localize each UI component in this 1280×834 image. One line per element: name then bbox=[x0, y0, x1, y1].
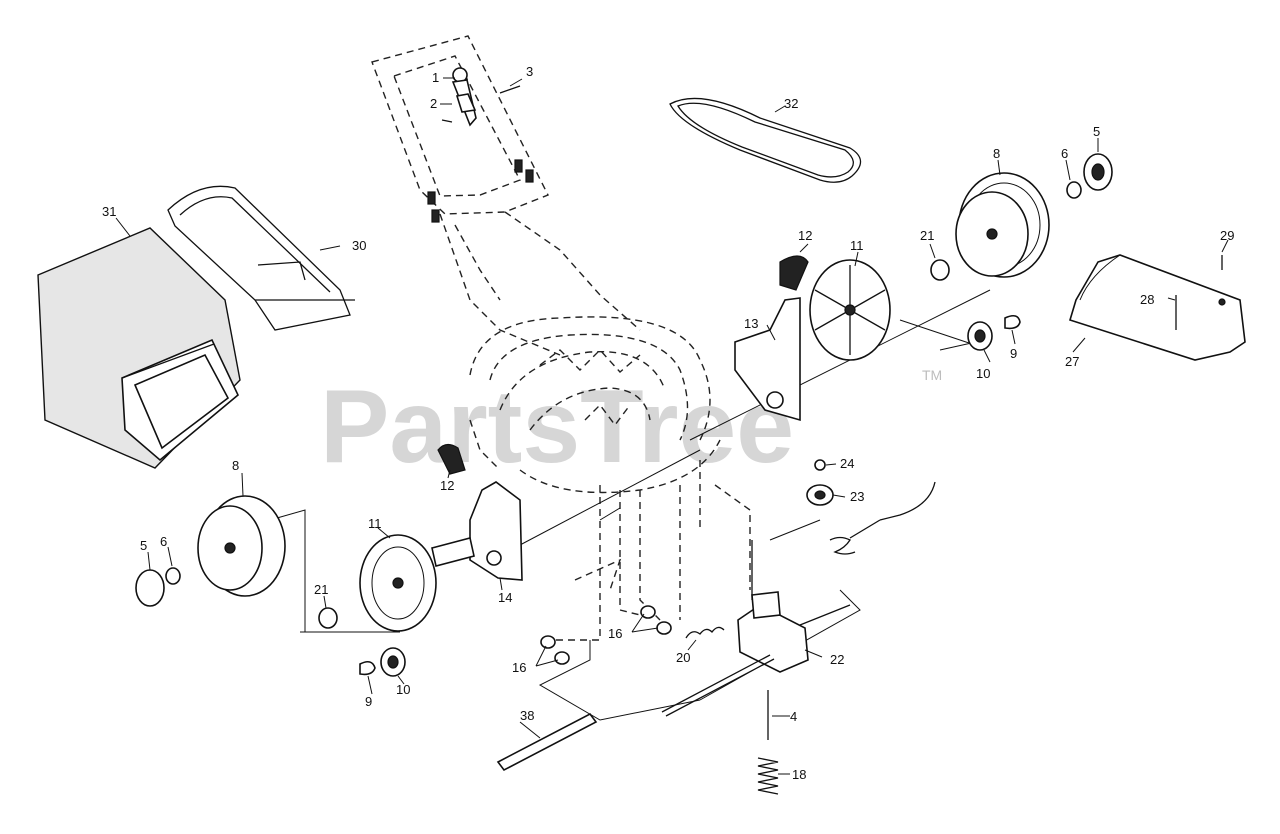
callout-8-left: 8 bbox=[232, 458, 239, 473]
callout-9-left: 9 bbox=[365, 694, 372, 709]
callout-21-left: 21 bbox=[314, 582, 328, 597]
callout-21-right: 21 bbox=[920, 228, 934, 243]
callout-3: 3 bbox=[526, 64, 533, 79]
callout-24: 24 bbox=[840, 456, 854, 471]
callout-31: 31 bbox=[102, 204, 116, 219]
callout-23: 23 bbox=[850, 489, 864, 504]
axle-lines bbox=[269, 289, 991, 721]
nuts-16 bbox=[540, 605, 672, 665]
callout-14: 14 bbox=[498, 590, 512, 605]
callout-30: 30 bbox=[352, 238, 366, 253]
handle-assembly-outline bbox=[371, 35, 641, 356]
callout-29: 29 bbox=[1220, 228, 1234, 243]
callout-10-right: 10 bbox=[976, 366, 990, 381]
callout-16-left: 16 bbox=[512, 660, 526, 675]
wheel-left bbox=[197, 495, 286, 597]
trademark-mark: TM bbox=[922, 367, 942, 383]
pulley bbox=[806, 459, 834, 506]
callout-9-right: 9 bbox=[1010, 346, 1017, 361]
watermark-text: PartsTree bbox=[320, 369, 794, 485]
callout-10-left: 10 bbox=[396, 682, 410, 697]
hub-cap-right bbox=[1066, 153, 1113, 199]
grass-bag bbox=[37, 227, 241, 469]
transmission bbox=[661, 540, 851, 717]
callout-13: 13 bbox=[744, 316, 758, 331]
callout-12-left: 12 bbox=[440, 478, 454, 493]
callout-5-right: 5 bbox=[1093, 124, 1100, 139]
callout-20: 20 bbox=[676, 650, 690, 665]
wheel-cover-left bbox=[359, 534, 437, 632]
wheel-cover-right bbox=[809, 259, 891, 361]
callout-27: 27 bbox=[1065, 354, 1079, 369]
wheel-right bbox=[955, 172, 1050, 278]
control-cable bbox=[685, 481, 936, 639]
bag-frame bbox=[167, 185, 355, 331]
callout-labels: 1 2 3 32 31 30 8 6 5 21 29 12 11 28 13 9… bbox=[102, 64, 1234, 782]
callout-4: 4 bbox=[790, 709, 797, 724]
rear-baffle bbox=[1069, 254, 1246, 361]
callout-12-right: 12 bbox=[798, 228, 812, 243]
callout-8-right: 8 bbox=[993, 146, 1000, 161]
callout-6-left: 6 bbox=[160, 534, 167, 549]
callout-11-right: 11 bbox=[850, 238, 864, 253]
height-adjuster-right bbox=[734, 255, 809, 422]
callout-38: 38 bbox=[520, 708, 534, 723]
callout-6-right: 6 bbox=[1061, 146, 1068, 161]
height-adjuster-left bbox=[431, 443, 523, 581]
callout-2: 2 bbox=[430, 96, 437, 111]
callout-32: 32 bbox=[784, 96, 798, 111]
drive-gear-right bbox=[967, 314, 1021, 351]
washer-right bbox=[930, 259, 950, 281]
control-lever bbox=[441, 67, 521, 127]
callout-28: 28 bbox=[1140, 292, 1154, 307]
leader-lines bbox=[115, 77, 1229, 775]
callout-18: 18 bbox=[792, 767, 806, 782]
callout-11-left: 11 bbox=[368, 516, 382, 531]
drive-belt bbox=[669, 97, 862, 183]
drive-gear-left bbox=[359, 647, 406, 677]
axle-rod bbox=[496, 712, 598, 772]
callout-1: 1 bbox=[432, 70, 439, 85]
deck-dashed-outline bbox=[469, 316, 751, 641]
callout-5-left: 5 bbox=[140, 538, 147, 553]
callout-16-right: 16 bbox=[608, 626, 622, 641]
washer-left bbox=[318, 607, 338, 629]
callout-22: 22 bbox=[830, 652, 844, 667]
spring-18 bbox=[757, 690, 779, 795]
hub-cap-left bbox=[135, 567, 181, 607]
